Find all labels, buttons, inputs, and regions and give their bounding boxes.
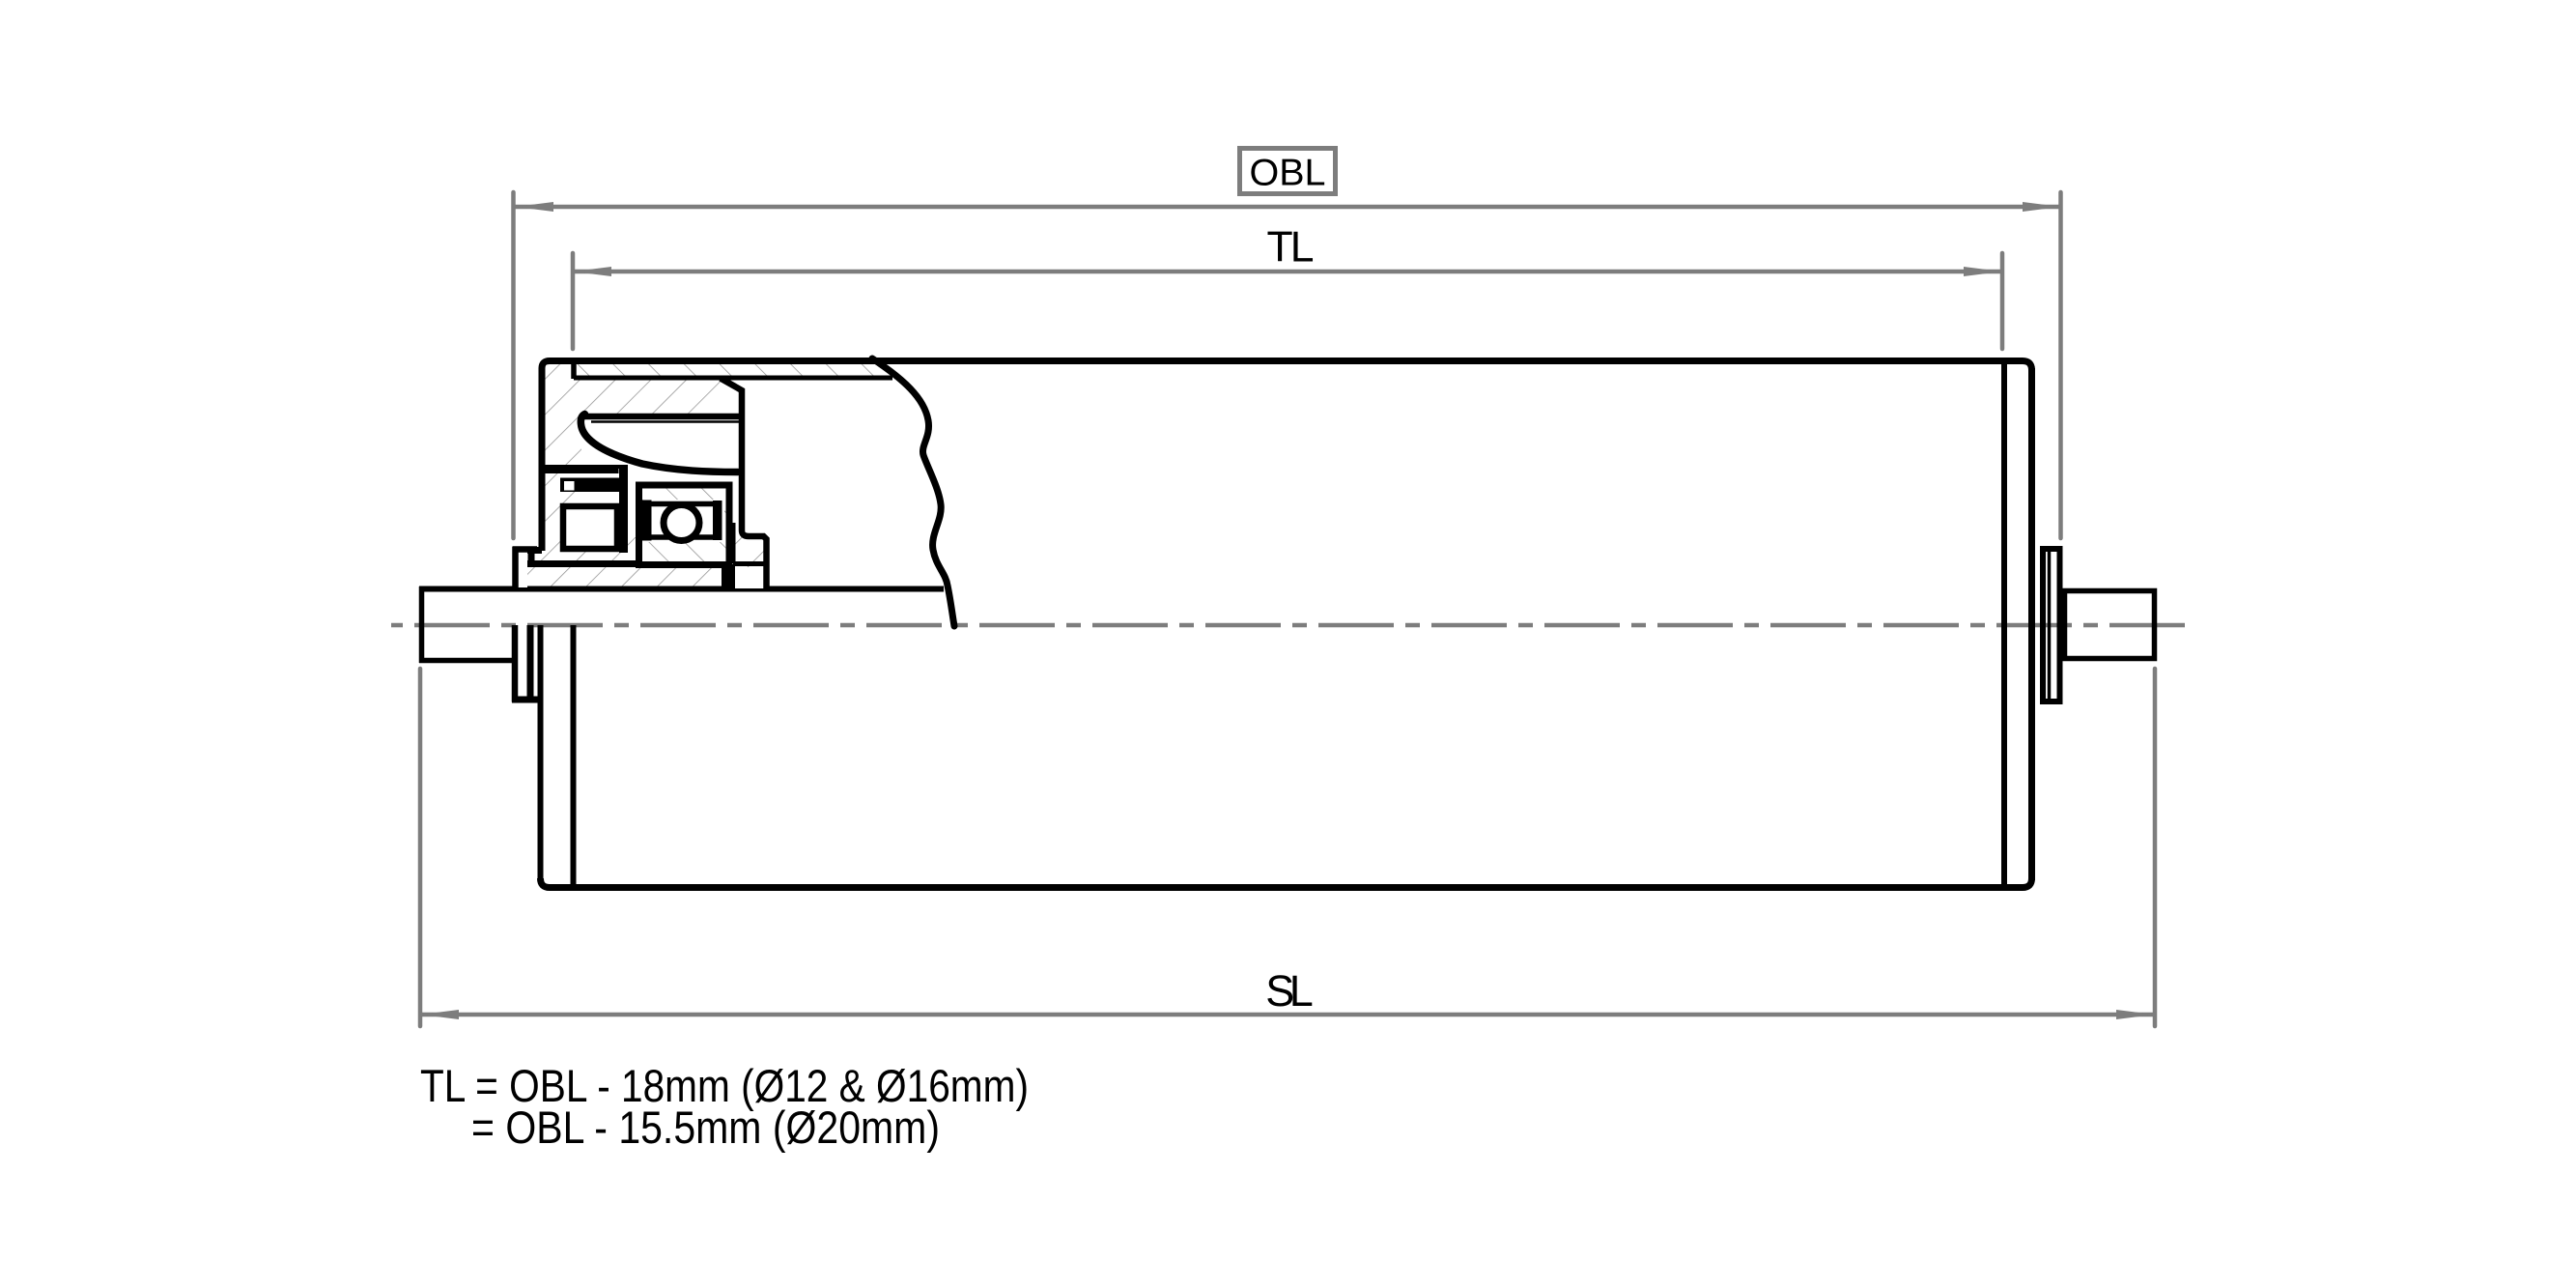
svg-text:TL = OBL - 18mm (Ø12 & Ø16mm): TL = OBL - 18mm (Ø12 & Ø16mm) bbox=[420, 1061, 1029, 1112]
svg-text:TL: TL bbox=[1267, 224, 1315, 272]
svg-text:= OBL - 15.5mm (Ø20mm): = OBL - 15.5mm (Ø20mm) bbox=[471, 1102, 940, 1154]
svg-text:SL: SL bbox=[1265, 966, 1314, 1016]
svg-text:OBL: OBL bbox=[1250, 153, 1326, 194]
